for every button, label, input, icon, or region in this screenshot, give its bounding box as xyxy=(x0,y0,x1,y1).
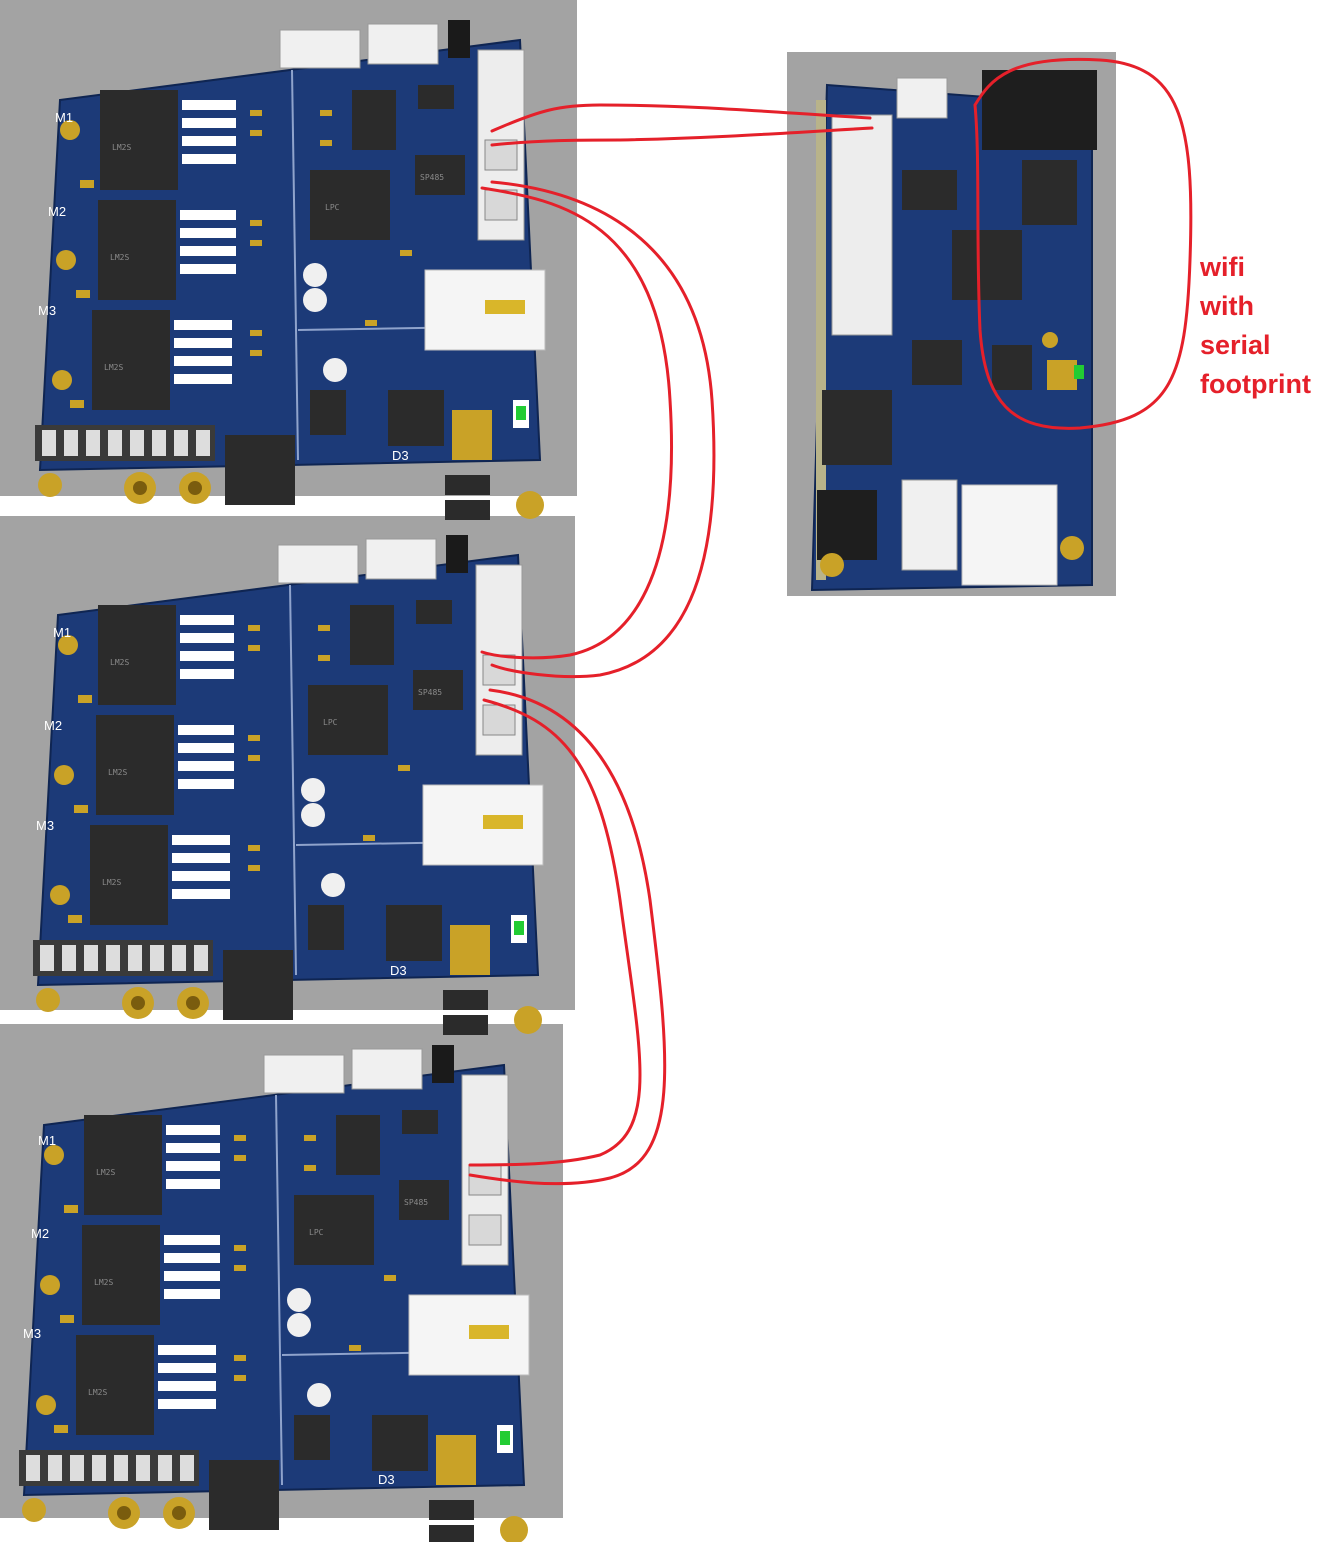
board-1-label-m1: M1 xyxy=(55,110,73,125)
board-3-label-m1: M1 xyxy=(38,1133,56,1148)
board-1-label-d3: D3 xyxy=(392,448,409,463)
wire-wifi-loop xyxy=(973,57,1193,430)
wire-b1-to-wifi-a xyxy=(490,103,872,133)
board-2-label-m2: M2 xyxy=(44,718,62,733)
annotation-line-4: footprint xyxy=(1200,369,1311,399)
board-3-label-m3: M3 xyxy=(23,1326,41,1341)
controller-board-2 xyxy=(32,534,544,1036)
wire-b2-to-b3-a xyxy=(468,698,642,1167)
wiring xyxy=(468,57,1193,1186)
board-2-labels: M1 M2 M3 D3 xyxy=(36,625,407,978)
controller-board-1 xyxy=(34,19,546,521)
board-2-label-m3: M3 xyxy=(36,818,54,833)
wifi-board xyxy=(811,69,1098,591)
board-3-label-m2: M2 xyxy=(31,1226,49,1241)
wire-b2-to-b3-b xyxy=(468,688,667,1186)
board-3-labels: M1 M2 M3 D3 xyxy=(23,1133,395,1487)
board-1-label-m2: M2 xyxy=(48,204,66,219)
annotation-line-2: with xyxy=(1200,291,1254,321)
wire-b1-to-b2-a xyxy=(480,186,674,660)
board-2-label-d3: D3 xyxy=(390,963,407,978)
wifi-annotation: wifi with serial footprint xyxy=(1200,248,1311,404)
board-2-label-m1: M1 xyxy=(53,625,71,640)
wire-b1-to-wifi-b xyxy=(490,126,874,147)
controller-board-3 xyxy=(18,1044,530,1542)
annotation-line-1: wifi xyxy=(1200,252,1245,282)
annotation-line-3: serial xyxy=(1200,330,1271,360)
wire-b1-to-b2-b xyxy=(490,180,716,679)
board-1-label-m3: M3 xyxy=(38,303,56,318)
board-1-labels: M1 M2 M3 D3 xyxy=(38,110,409,463)
board-3-label-d3: D3 xyxy=(378,1472,395,1487)
